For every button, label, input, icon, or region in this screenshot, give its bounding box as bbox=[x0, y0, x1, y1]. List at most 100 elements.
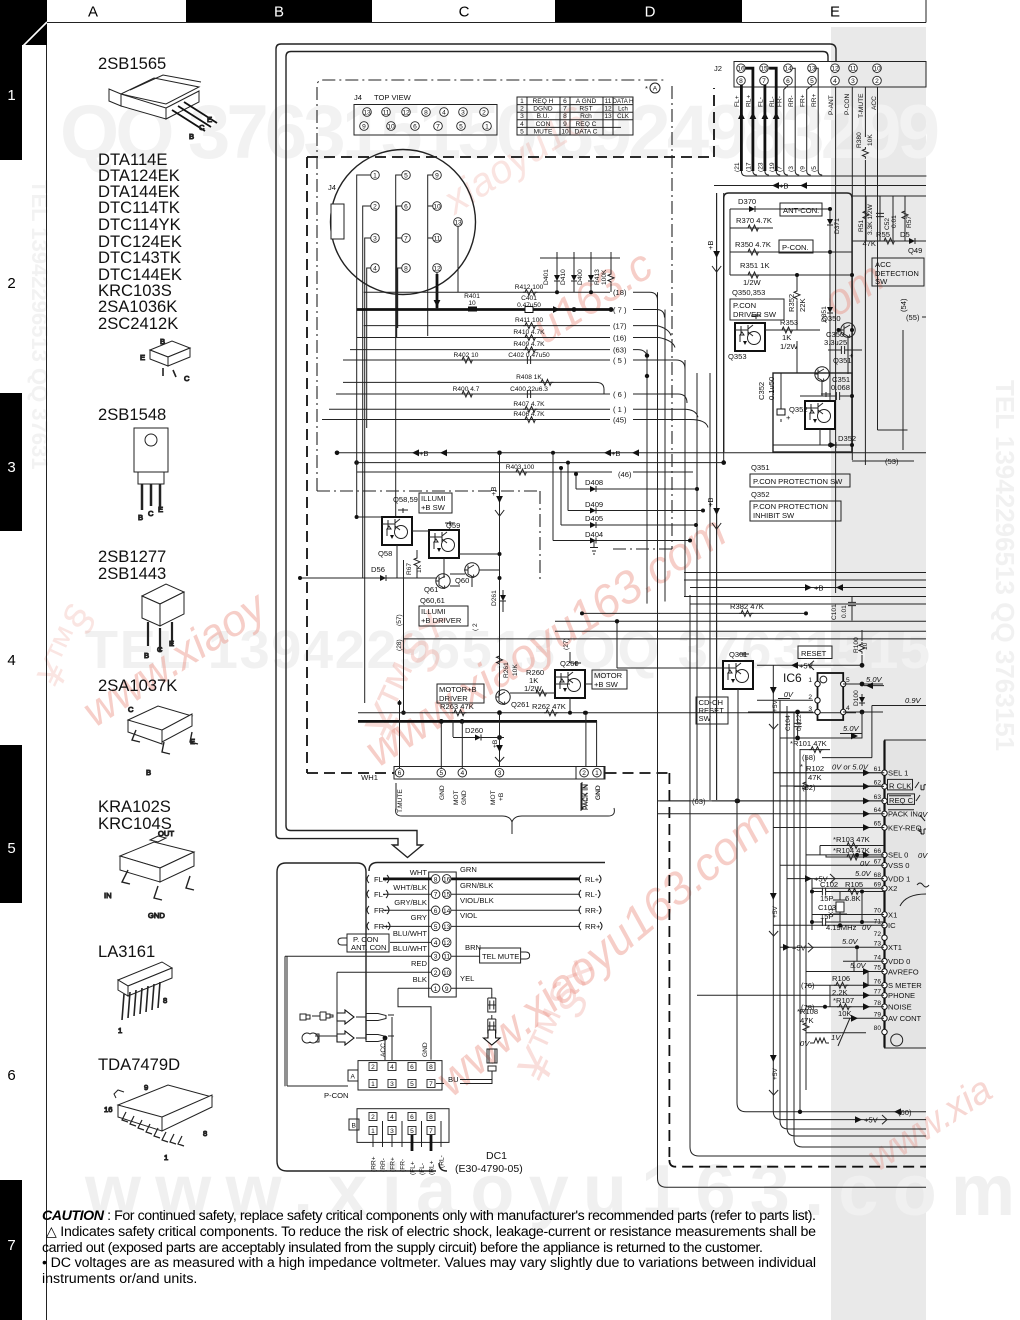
svg-text:+B DRIVER: +B DRIVER bbox=[421, 616, 462, 625]
svg-text:22K: 22K bbox=[798, 298, 807, 312]
svg-text:R55: R55 bbox=[876, 230, 890, 239]
svg-text:16: 16 bbox=[443, 876, 451, 883]
svg-text:GND: GND bbox=[461, 790, 468, 805]
svg-text:TEL 13942296513 QQ 37631515: TEL 13942296513 QQ 37631515 bbox=[85, 620, 930, 680]
svg-text:SW: SW bbox=[699, 714, 712, 723]
svg-text:12: 12 bbox=[402, 110, 410, 117]
svg-text:R67: R67 bbox=[406, 563, 413, 575]
svg-text:*R103 47K: *R103 47K bbox=[833, 835, 870, 844]
svg-text:9: 9 bbox=[144, 1083, 148, 1092]
svg-text:ILLUMI: ILLUMI bbox=[421, 607, 445, 616]
svg-text:DTC114TK: DTC114TK bbox=[98, 198, 180, 217]
svg-text:(FL+: (FL+ bbox=[410, 1161, 417, 1175]
svg-text:9: 9 bbox=[563, 121, 567, 128]
svg-text:64: 64 bbox=[874, 807, 882, 814]
svg-text:AVREFO: AVREFO bbox=[888, 967, 919, 976]
svg-text:GND: GND bbox=[595, 785, 602, 800]
svg-text:C: C bbox=[148, 509, 154, 518]
svg-text:ILLUMI: ILLUMI bbox=[421, 494, 445, 503]
svg-text:Q61: Q61 bbox=[424, 585, 438, 594]
svg-text:(7: (7 bbox=[777, 166, 784, 172]
svg-text:R100: R100 bbox=[853, 637, 860, 653]
svg-text:(76): (76) bbox=[801, 981, 815, 990]
svg-text:+5V: +5V bbox=[772, 699, 779, 712]
svg-text:J2: J2 bbox=[714, 64, 722, 73]
svg-text:DTA114E: DTA114E bbox=[98, 150, 167, 169]
svg-text:2: 2 bbox=[582, 770, 586, 777]
svg-text:DATA H: DATA H bbox=[613, 99, 634, 105]
svg-text:75: 75 bbox=[874, 965, 882, 972]
svg-text:S METER: S METER bbox=[888, 981, 922, 990]
svg-text:63: 63 bbox=[874, 794, 882, 801]
svg-text:C: C bbox=[459, 4, 470, 21]
svg-text:1K: 1K bbox=[416, 564, 423, 573]
svg-text:4.19MHz: 4.19MHz bbox=[826, 923, 857, 932]
svg-text:11: 11 bbox=[605, 98, 612, 105]
svg-text:RR+: RR+ bbox=[585, 922, 601, 931]
svg-text:• DC voltages are as measured: • DC voltages are as measured with a hig… bbox=[42, 1255, 816, 1271]
svg-text:TEL MUTE: TEL MUTE bbox=[482, 952, 519, 961]
svg-text:(E30-4790-05): (E30-4790-05) bbox=[455, 1163, 523, 1175]
svg-text:MOTOR+B: MOTOR+B bbox=[439, 685, 477, 694]
svg-text:IC6: IC6 bbox=[783, 671, 802, 685]
svg-text:2SB1443: 2SB1443 bbox=[98, 564, 166, 583]
svg-text:0V: 0V bbox=[784, 690, 794, 699]
svg-text:11: 11 bbox=[443, 954, 450, 961]
svg-text:BLK: BLK bbox=[413, 975, 427, 984]
svg-text:13: 13 bbox=[443, 924, 451, 931]
svg-text:BRN: BRN bbox=[465, 943, 481, 952]
svg-text:(78): (78) bbox=[801, 1003, 815, 1012]
svg-text:0V: 0V bbox=[860, 859, 870, 868]
svg-text:(9: (9 bbox=[800, 166, 807, 172]
svg-text:RL+: RL+ bbox=[585, 875, 600, 884]
svg-text:B.U.: B.U. bbox=[537, 113, 550, 120]
svg-text:C351: C351 bbox=[832, 375, 850, 384]
svg-text:C52: C52 bbox=[884, 218, 891, 230]
svg-text:5: 5 bbox=[404, 173, 408, 180]
svg-text:VSS 0: VSS 0 bbox=[888, 861, 910, 870]
svg-text:RST: RST bbox=[579, 106, 592, 113]
svg-text:VDD 0: VDD 0 bbox=[888, 957, 910, 966]
svg-text:FR+: FR+ bbox=[374, 922, 389, 931]
svg-text:1: 1 bbox=[371, 1128, 375, 1135]
svg-text:KRA102S: KRA102S bbox=[98, 797, 171, 816]
svg-text:DATA C: DATA C bbox=[575, 128, 598, 135]
svg-text:R402 10: R402 10 bbox=[454, 352, 479, 359]
svg-text:0.9V: 0.9V bbox=[905, 696, 922, 705]
svg-text:0.068: 0.068 bbox=[831, 383, 850, 392]
svg-text:PACK IN: PACK IN bbox=[888, 810, 918, 819]
svg-text:B: B bbox=[189, 132, 194, 141]
svg-text:*R101 47K: *R101 47K bbox=[790, 739, 827, 748]
svg-text:AV CONT: AV CONT bbox=[888, 1014, 922, 1023]
svg-text:0.022: 0.022 bbox=[796, 714, 803, 731]
svg-text:10: 10 bbox=[873, 66, 881, 73]
svg-text:P-CON.: P-CON. bbox=[782, 243, 809, 252]
svg-text:69: 69 bbox=[874, 882, 882, 889]
svg-text:11: 11 bbox=[850, 66, 857, 73]
svg-text:B: B bbox=[160, 337, 165, 346]
svg-text:YEL: YEL bbox=[460, 974, 474, 983]
svg-text:1: 1 bbox=[808, 677, 812, 684]
svg-text:C101: C101 bbox=[831, 604, 838, 620]
svg-text:B: B bbox=[274, 4, 284, 21]
svg-text:T-MUTE: T-MUTE bbox=[858, 93, 865, 118]
svg-text:KEY-REQ: KEY-REQ bbox=[888, 823, 922, 832]
svg-text:B: B bbox=[146, 768, 151, 777]
svg-text:2SB1548: 2SB1548 bbox=[98, 405, 166, 424]
svg-text:Lch: Lch bbox=[618, 107, 628, 113]
svg-text:R102: R102 bbox=[806, 764, 824, 773]
svg-text:47K: 47K bbox=[862, 239, 876, 248]
svg-text:10: 10 bbox=[468, 300, 476, 307]
svg-text:B: B bbox=[144, 651, 149, 660]
svg-text:+B: +B bbox=[706, 241, 715, 251]
svg-text:P-ANT: P-ANT bbox=[828, 95, 835, 115]
svg-text:3: 3 bbox=[851, 78, 855, 85]
svg-text:R380: R380 bbox=[856, 132, 863, 148]
svg-text:PACK IN: PACK IN bbox=[583, 784, 590, 810]
svg-text:(21: (21 bbox=[734, 162, 741, 172]
svg-text:IC: IC bbox=[888, 921, 896, 930]
svg-text:12: 12 bbox=[831, 66, 839, 73]
svg-text:D408: D408 bbox=[585, 478, 603, 487]
svg-text:SEL 0: SEL 0 bbox=[888, 851, 908, 860]
svg-text:2: 2 bbox=[7, 275, 15, 292]
